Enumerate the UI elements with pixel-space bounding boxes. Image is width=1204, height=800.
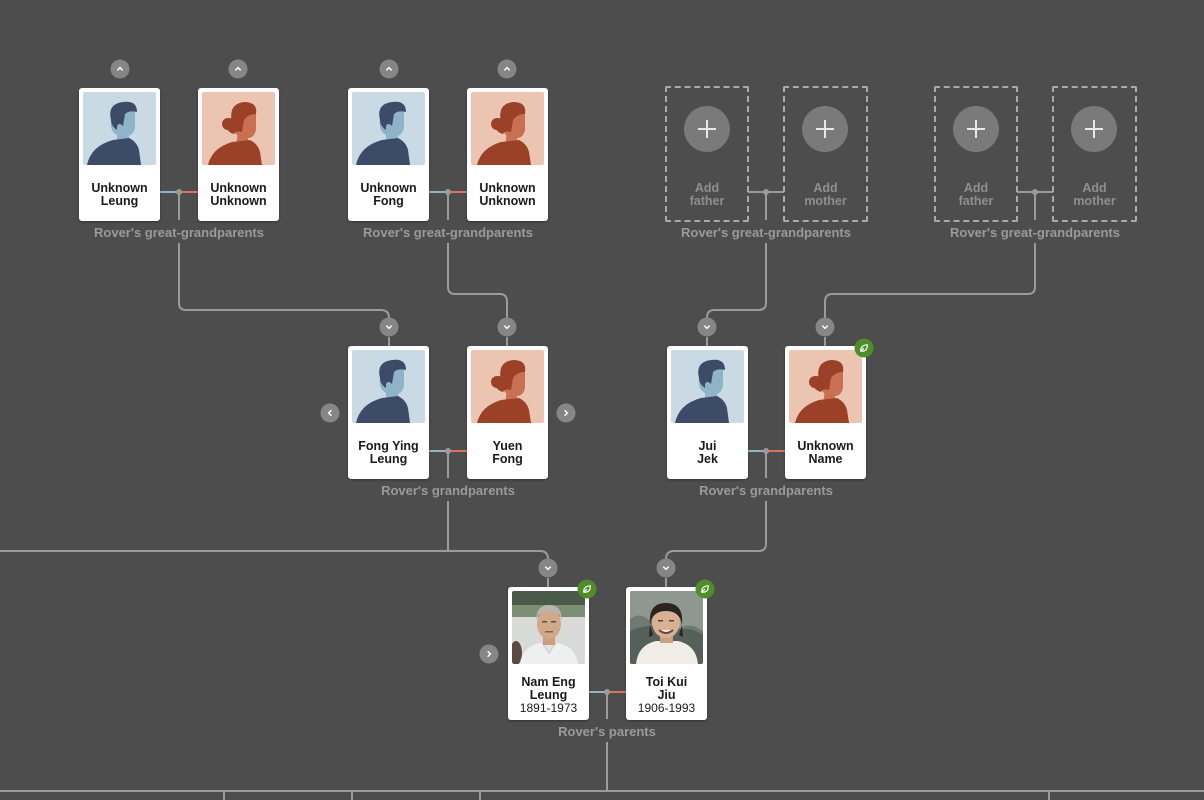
relationship-label: Rover's great-grandparents <box>363 225 533 240</box>
expand-ancestors-button[interactable] <box>497 59 517 79</box>
hint-badge[interactable] <box>854 338 874 358</box>
chevron-down-icon <box>385 325 393 330</box>
life-dates: 1891-1973 <box>519 701 578 715</box>
chevron-up-icon <box>234 66 242 71</box>
person-photo <box>630 591 703 664</box>
leaf-hint-icon <box>583 585 591 593</box>
leaf-hint-icon <box>701 585 709 593</box>
previous-sibling-button[interactable] <box>320 403 340 423</box>
expand-ancestors-button[interactable] <box>228 59 248 79</box>
plus-icon <box>802 106 848 152</box>
relationship-label: Rover's great-grandparents <box>94 225 264 240</box>
person-photo <box>512 591 585 664</box>
chevron-right-icon <box>487 650 492 658</box>
collapse-ancestors-button[interactable] <box>697 317 717 337</box>
plus-icon <box>684 106 730 152</box>
female-silhouette-icon <box>471 350 544 423</box>
next-sibling-button[interactable] <box>556 403 576 423</box>
female-silhouette-icon <box>471 92 544 165</box>
chevron-down-icon <box>703 325 711 330</box>
chevron-down-icon <box>544 566 552 571</box>
hint-badge[interactable] <box>695 579 715 599</box>
chevron-right-icon <box>564 409 569 417</box>
chevron-left-icon <box>327 409 332 417</box>
hint-badge[interactable] <box>577 579 597 599</box>
male-silhouette-icon <box>352 350 425 423</box>
next-sibling-button[interactable] <box>479 644 499 664</box>
relationship-label: Rover's grandparents <box>699 483 833 498</box>
collapse-ancestors-button[interactable] <box>379 317 399 337</box>
life-dates: 1906-1993 <box>637 701 696 715</box>
relationship-label: Rover's great-grandparents <box>950 225 1120 240</box>
chevron-down-icon <box>821 325 829 330</box>
leaf-hint-icon <box>860 344 868 352</box>
chevron-up-icon <box>385 66 393 71</box>
collapse-ancestors-button[interactable] <box>815 317 835 337</box>
collapse-ancestors-button[interactable] <box>497 317 517 337</box>
plus-icon <box>1071 106 1117 152</box>
relationship-label: Rover's parents <box>558 724 656 739</box>
chevron-down-icon <box>662 566 670 571</box>
male-silhouette-icon <box>352 92 425 165</box>
relationship-label: Rover's grandparents <box>381 483 515 498</box>
expand-ancestors-button[interactable] <box>110 59 130 79</box>
chevron-up-icon <box>503 66 511 71</box>
male-silhouette-icon <box>83 92 156 165</box>
relationship-label: Rover's great-grandparents <box>681 225 851 240</box>
male-silhouette-icon <box>671 350 744 423</box>
expand-ancestors-button[interactable] <box>379 59 399 79</box>
chevron-up-icon <box>116 66 124 71</box>
chevron-down-icon <box>503 325 511 330</box>
collapse-ancestors-button[interactable] <box>656 558 676 578</box>
plus-icon <box>953 106 999 152</box>
collapse-ancestors-button[interactable] <box>538 558 558 578</box>
female-silhouette-icon <box>789 350 862 423</box>
female-silhouette-icon <box>202 92 275 165</box>
